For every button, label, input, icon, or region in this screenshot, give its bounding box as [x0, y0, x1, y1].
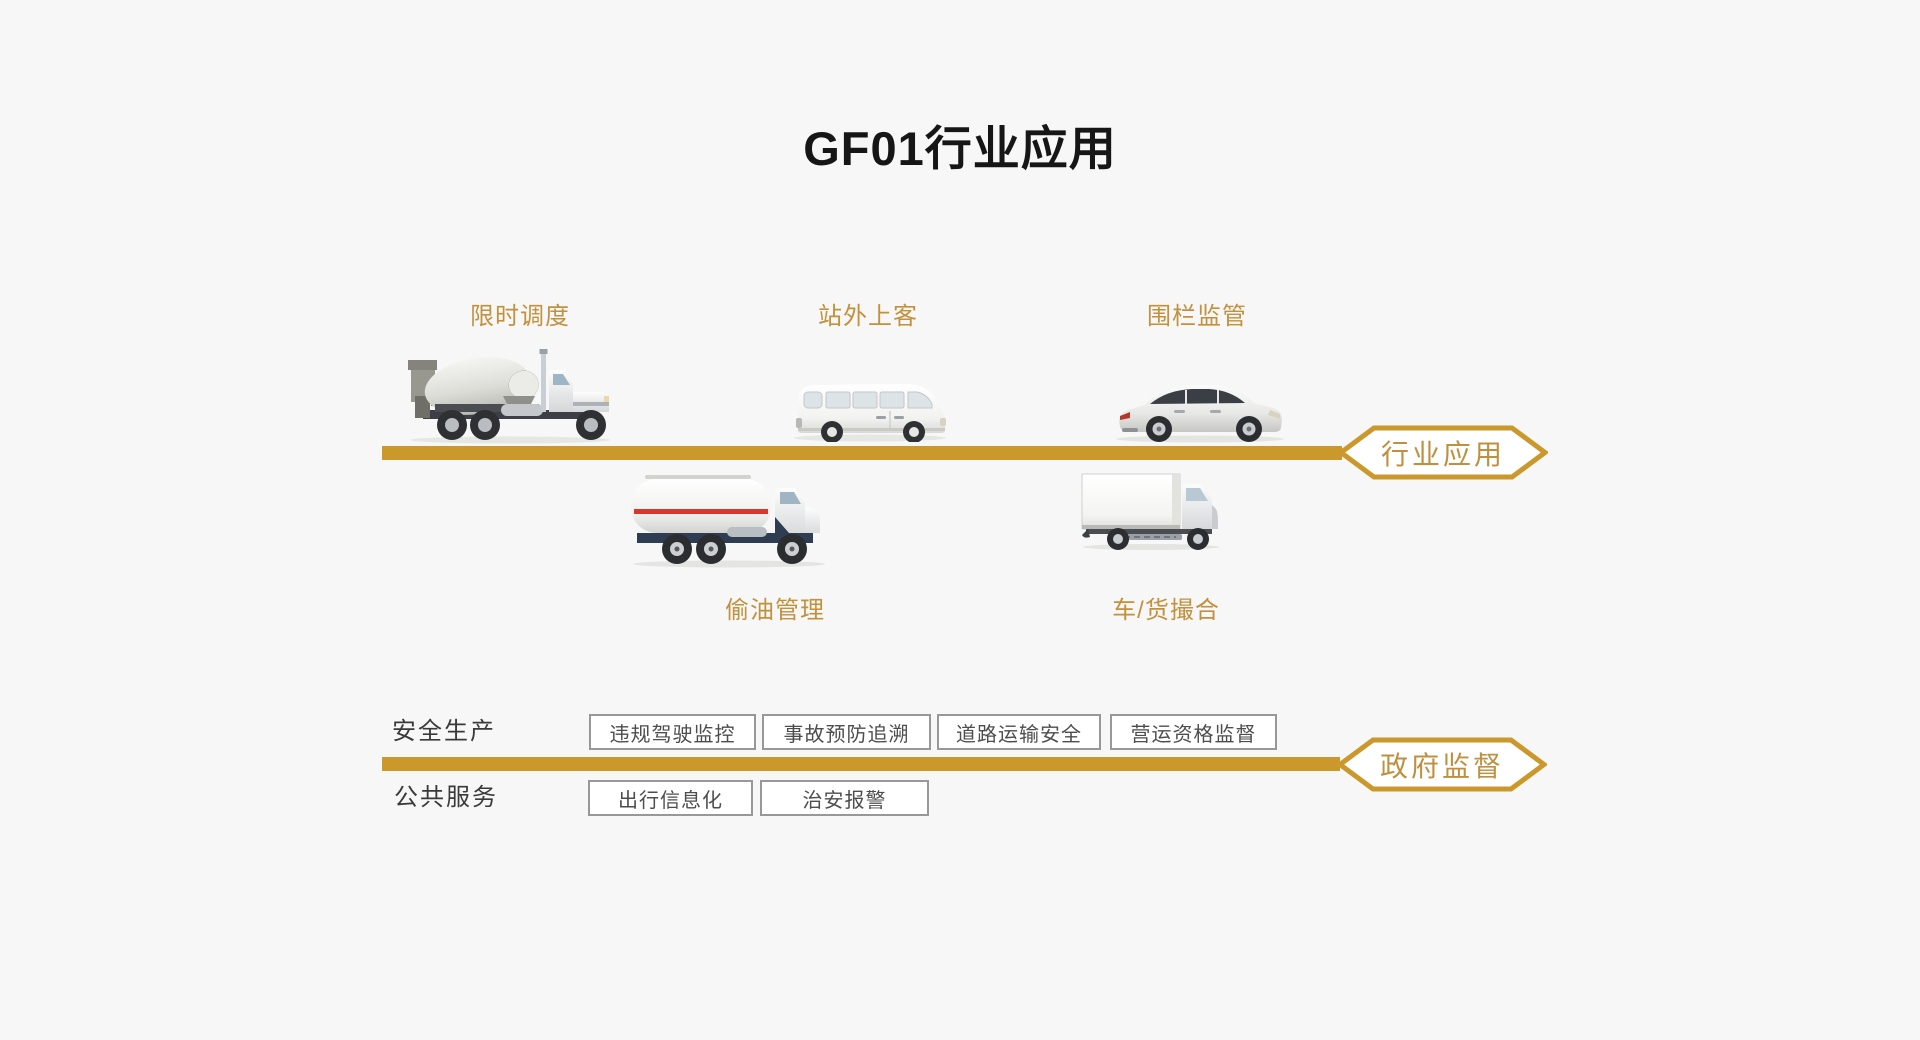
label-timed-dispatch: 限时调度 [470, 303, 570, 330]
row-label-public-services: 公共服务 [394, 784, 498, 811]
item-box-public-security-alarm: 治安报警 [760, 780, 929, 816]
government-badge: 政府监督 [1337, 736, 1547, 793]
government-line [382, 757, 1340, 771]
suv-icon [1114, 374, 1287, 444]
label-oil-theft-management: 偷油管理 [725, 597, 825, 624]
hexagon-badge-shape [1338, 425, 1548, 480]
industry-badge-label: 行业应用 [1380, 438, 1505, 470]
page-title: GF01行业应用 [803, 122, 1117, 175]
item-box-travel-informatization: 出行信息化 [588, 780, 753, 816]
item-box-operating-qualification-supervision: 营运资格监督 [1110, 714, 1277, 750]
item-box-accident-prevention-tracing: 事故预防追溯 [762, 714, 931, 750]
hexagon-badge-shape [1337, 737, 1547, 792]
item-box-road-transport-safety: 道路运输安全 [937, 714, 1101, 750]
industry-badge: 行业应用 [1338, 424, 1548, 481]
cement-mixer-truck-icon [405, 346, 615, 444]
tanker-truck-icon [629, 471, 829, 568]
label-offsite-boarding: 站外上客 [818, 303, 918, 330]
label-fence-supervision: 围栏监管 [1147, 303, 1247, 330]
row-label-safety-production: 安全生产 [392, 718, 496, 745]
box-truck-icon [1080, 471, 1222, 551]
minibus-icon [790, 378, 950, 442]
label-vehicle-cargo-matching: 车/货撮合 [1112, 597, 1220, 624]
industry-line [382, 446, 1342, 460]
item-box-illegal-driving-monitoring: 违规驾驶监控 [589, 714, 756, 750]
government-badge-label: 政府监督 [1379, 750, 1504, 782]
